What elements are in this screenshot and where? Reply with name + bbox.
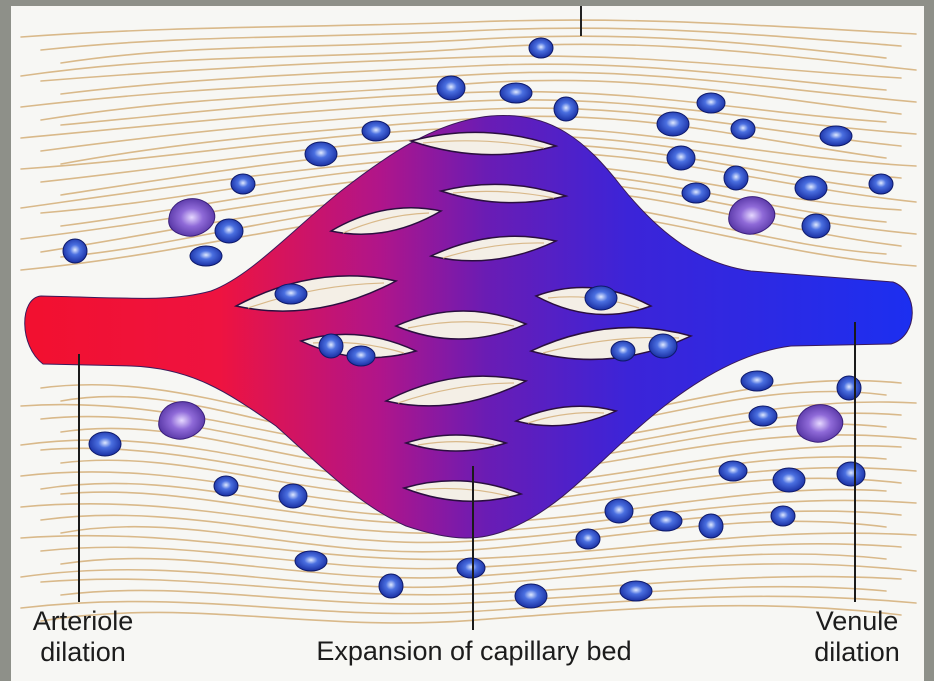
interstitial-cell: [231, 174, 255, 194]
macrophage-cell: [797, 405, 843, 443]
interstitial-cell: [699, 514, 723, 538]
interstitial-cell: [802, 214, 830, 238]
interstitial-cell: [457, 558, 485, 578]
interstitial-cell: [500, 83, 532, 103]
interstitial-cell: [576, 529, 600, 549]
interstitial-cell: [837, 462, 865, 486]
interstitial-cell: [820, 126, 852, 146]
interstitial-cell: [682, 183, 710, 203]
arteriole-label-line1: Arteriole: [13, 606, 153, 637]
interstitial-cell: [731, 119, 755, 139]
interstitial-cell: [275, 284, 307, 304]
interstitial-cell: [89, 432, 121, 456]
interstitial-cell: [724, 166, 748, 190]
interstitial-cell: [749, 406, 777, 426]
interstitial-cell: [305, 142, 337, 166]
venule-dilation-label: Venule dilation: [797, 606, 917, 668]
interstitial-cell: [611, 341, 635, 361]
fiber-strand: [41, 606, 901, 623]
interstitial-cell: [697, 93, 725, 113]
interstitial-cell: [190, 246, 222, 266]
interstitial-cell: [667, 146, 695, 170]
fiber-strand: [21, 44, 916, 76]
interstitial-cell: [515, 584, 547, 608]
venule-label-line2: dilation: [797, 637, 917, 668]
fiber-strand: [21, 20, 916, 37]
interstitial-cell: [773, 468, 805, 492]
interstitial-cell: [741, 371, 773, 391]
diagram-panel: Arteriole dilation Expansion of capillar…: [11, 6, 924, 681]
venule-label-line1: Venule: [797, 606, 917, 637]
interstitial-cell: [605, 499, 633, 523]
arteriole-dilation-label: Arteriole dilation: [13, 606, 153, 668]
interstitial-cell: [554, 97, 578, 121]
interstitial-cell: [795, 176, 827, 200]
capillary-bed-label: Expansion of capillary bed: [276, 636, 672, 667]
interstitial-cell: [719, 461, 747, 481]
interstitial-cell: [649, 334, 677, 358]
interstitial-cell: [362, 121, 390, 141]
interstitial-cell: [650, 511, 682, 531]
fiber-strand: [61, 64, 886, 94]
interstitial-cell: [279, 484, 307, 508]
macrophage-cell: [159, 402, 205, 440]
interstitial-cell: [319, 334, 343, 358]
interstitial-cell: [869, 174, 893, 194]
macrophage-cell: [729, 197, 775, 235]
interstitial-cell: [771, 506, 795, 526]
interstitial-cell: [215, 219, 243, 243]
interstitial-cell: [295, 551, 327, 571]
fiber-strand: [21, 596, 916, 613]
arteriole-label-line2: dilation: [13, 637, 153, 668]
interstitial-cell: [347, 346, 375, 366]
interstitial-cell: [214, 476, 238, 496]
interstitial-cell: [837, 376, 861, 400]
fiber-strand: [41, 56, 901, 81]
interstitial-cell: [379, 574, 403, 598]
interstitial-cell: [620, 581, 652, 601]
interstitial-cell: [585, 286, 617, 310]
interstitial-cell: [529, 38, 553, 58]
macrophage-cell: [169, 199, 215, 237]
interstitial-cell: [63, 239, 87, 263]
vascular-dilation-diagram: [11, 6, 924, 681]
interstitial-cell: [437, 76, 465, 100]
interstitial-cell: [657, 112, 689, 136]
